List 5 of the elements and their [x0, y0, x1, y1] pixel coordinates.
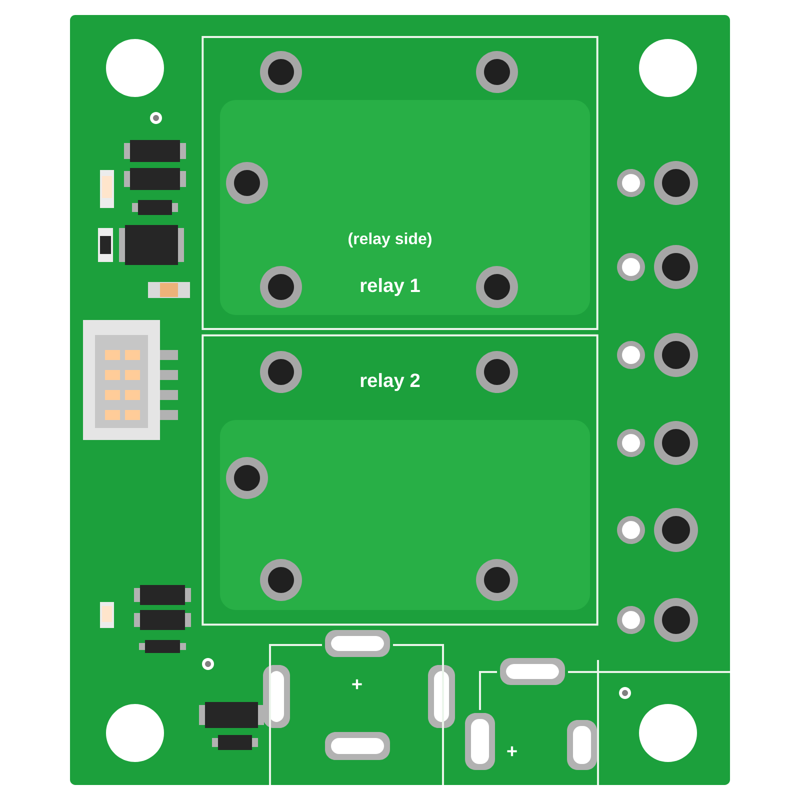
silkscreen-label: relay 2 — [360, 373, 420, 391]
polarity-label: + — [352, 679, 362, 690]
silkscreen-label: (relay side) — [348, 232, 432, 248]
polarity-label: + — [507, 746, 517, 756]
silkscreen-label: relay 1 — [360, 278, 420, 296]
